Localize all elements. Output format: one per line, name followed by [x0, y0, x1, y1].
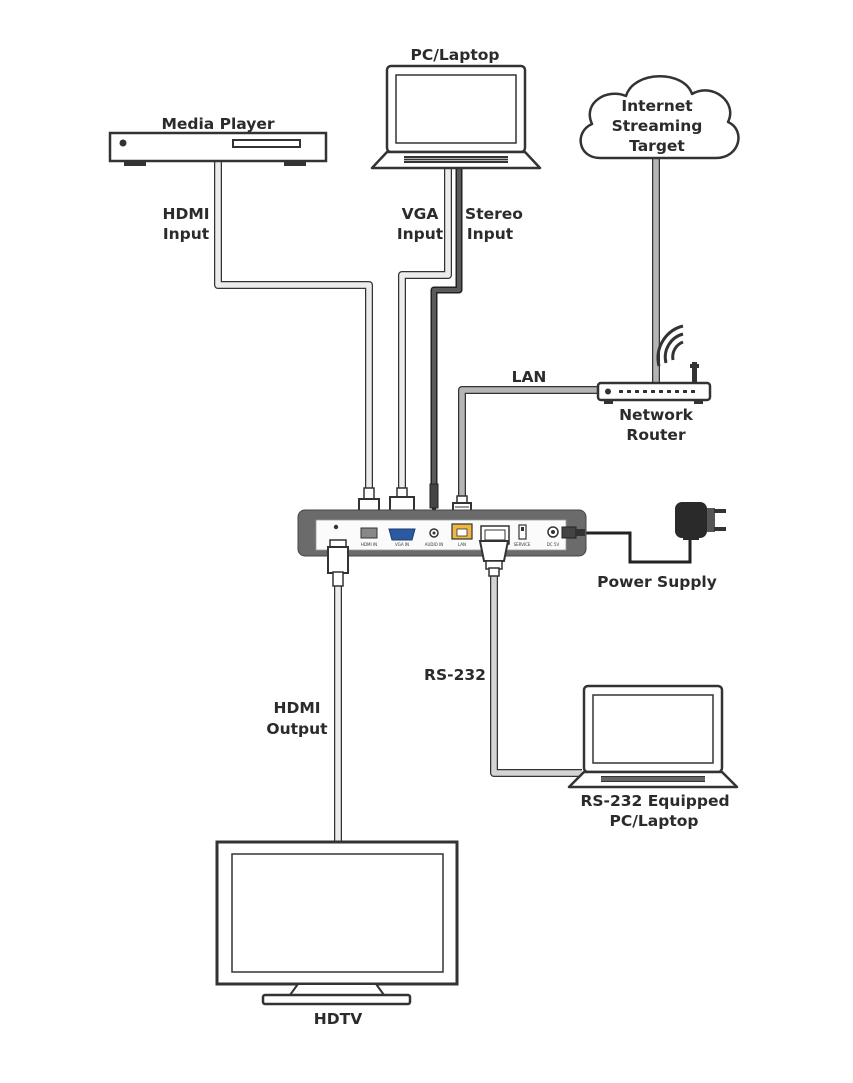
hdmi-input-label-line1: HDMI	[162, 205, 209, 223]
hdmi-output-label-line1: HDMI	[273, 699, 320, 717]
hdmi-input-cable	[214, 162, 373, 492]
wifi-icon	[656, 324, 684, 367]
internet-label-line3: Target	[629, 137, 685, 155]
network-router-device	[596, 324, 712, 404]
media-player-device	[108, 131, 328, 166]
rs232-pc-label-line2: PC/Laptop	[610, 812, 699, 830]
hdmi-in-port	[360, 527, 378, 539]
power-adapter-icon	[675, 502, 726, 540]
vga-input-label-line1: VGA	[402, 205, 439, 223]
hdmi-output-label-line2: Output	[266, 720, 328, 738]
vga-in-port	[388, 528, 416, 541]
lan-label: LAN	[512, 368, 547, 386]
hdtv-label: HDTV	[314, 1010, 362, 1028]
internet-label-line2: Streaming	[612, 117, 703, 135]
dc-plug	[561, 526, 585, 539]
ir-icon	[333, 524, 339, 530]
network-router-label-line2: Router	[626, 426, 686, 444]
hdmi-in-port-label: HDMI IN	[361, 542, 377, 547]
lan-cable	[458, 386, 600, 498]
rs232-label: RS-232	[424, 666, 486, 684]
media-player-label: Media Player	[161, 115, 274, 133]
vga-input-cable	[398, 168, 452, 492]
rs232-plug	[478, 540, 510, 577]
stereo-input-label-line1: Stereo	[465, 205, 523, 223]
hdmi-out-plug	[327, 539, 349, 587]
power-button-icon	[119, 139, 127, 147]
stereo-input-label-line2: Input	[467, 225, 514, 243]
network-router-label-line1: Network	[619, 406, 694, 424]
vga-input-label-line2: Input	[397, 225, 444, 243]
audio-in-port-label: AUDIO IN	[425, 542, 444, 547]
internet-label-line1: Internet	[621, 97, 693, 115]
cloud-icon	[579, 75, 740, 160]
vga-in-port-label: VGA IN	[395, 542, 409, 547]
stereo-input-cable	[430, 168, 463, 488]
rs232-cable	[490, 572, 582, 777]
rs232-laptop-device	[567, 684, 739, 789]
dc-in-port-label: DC 5V	[547, 542, 560, 547]
power-supply-label: Power Supply	[597, 573, 717, 591]
hdtv-device	[215, 840, 459, 1006]
service-port	[518, 524, 527, 540]
rs232-pc-label-line1: RS-232 Equipped	[580, 792, 729, 810]
main-device: HDMI IN VGA IN AUDIO IN LAN SERVICE DC 5…	[297, 509, 587, 557]
lan-port-label: LAN	[458, 542, 466, 547]
hdmi-input-label-line2: Input	[163, 225, 210, 243]
power-cable	[585, 531, 692, 564]
pc-laptop-label: PC/Laptop	[411, 46, 500, 64]
service-port-label: SERVICE	[514, 542, 531, 547]
pc-laptop-device	[370, 64, 542, 170]
